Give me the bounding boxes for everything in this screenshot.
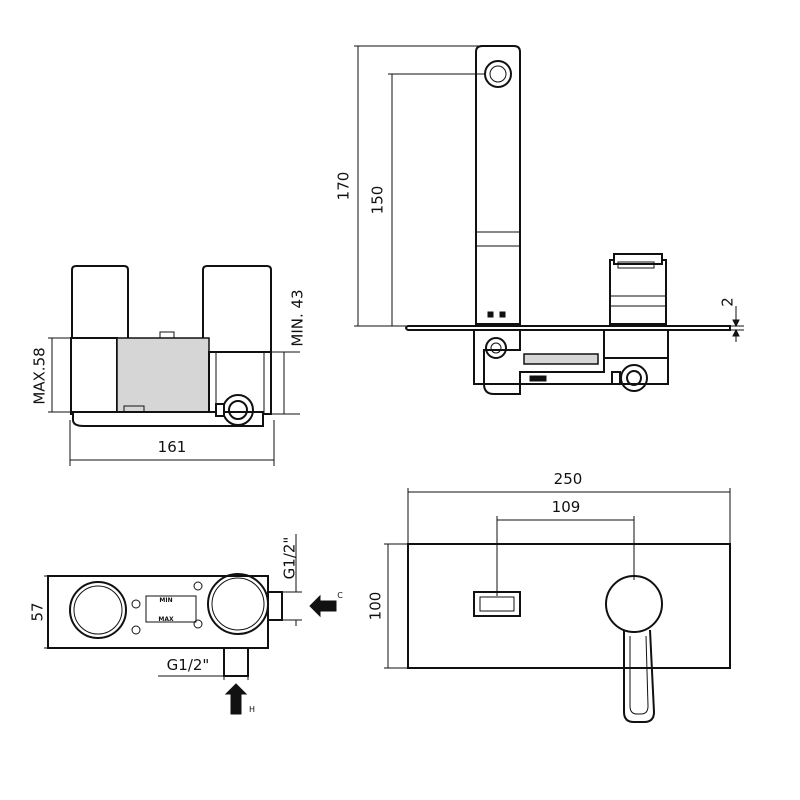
dim-57: 57: [29, 602, 47, 621]
top-left-cartridge: [69, 581, 127, 639]
top-body: [47, 575, 269, 649]
spout-fitting-left: [485, 337, 507, 359]
dim-170: 170: [335, 172, 353, 201]
side-view: MAX.58 MIN. 43 161: [31, 265, 307, 466]
side-left-block: [71, 265, 129, 341]
dim-max-58: MAX.58: [31, 347, 49, 404]
stop-max-label: MAX: [158, 616, 174, 623]
front-lever-handle: [623, 629, 656, 723]
cold-inlet-label: C: [337, 591, 343, 600]
dim-g12-inlet: G1/2": [167, 656, 210, 674]
top-bottom-stub: [223, 647, 249, 677]
dim-109: 109: [552, 498, 581, 516]
dim-100: 100: [367, 592, 385, 621]
spout-side-view: 170 150 2: [335, 45, 744, 395]
front-cover-plate: [407, 543, 731, 669]
side-front-plate: [70, 337, 118, 415]
top-view: MIN MAX G1/2" G1/2" 57 C H: [29, 534, 343, 715]
spout-column: [475, 45, 521, 325]
hot-inlet-arrow-icon: [224, 683, 248, 715]
top-inlet-stub: [267, 591, 283, 621]
dim-min-43: MIN. 43: [289, 289, 307, 346]
side-cartridge-body: [116, 337, 210, 415]
front-view: 250 109 100: [367, 470, 731, 723]
dim-161: 161: [158, 438, 187, 456]
side-right-block: [202, 265, 272, 353]
dim-2: 2: [719, 297, 737, 307]
dim-g12-outlet: G1/2": [281, 537, 299, 580]
hot-inlet-label: H: [249, 705, 255, 714]
spout-wall-plate: [405, 325, 731, 331]
spout-lever-body: [609, 259, 667, 325]
dim-150: 150: [369, 186, 387, 215]
dim-250: 250: [554, 470, 583, 488]
cold-inlet-arrow-icon: [309, 594, 337, 618]
stop-min-label: MIN: [159, 597, 172, 604]
